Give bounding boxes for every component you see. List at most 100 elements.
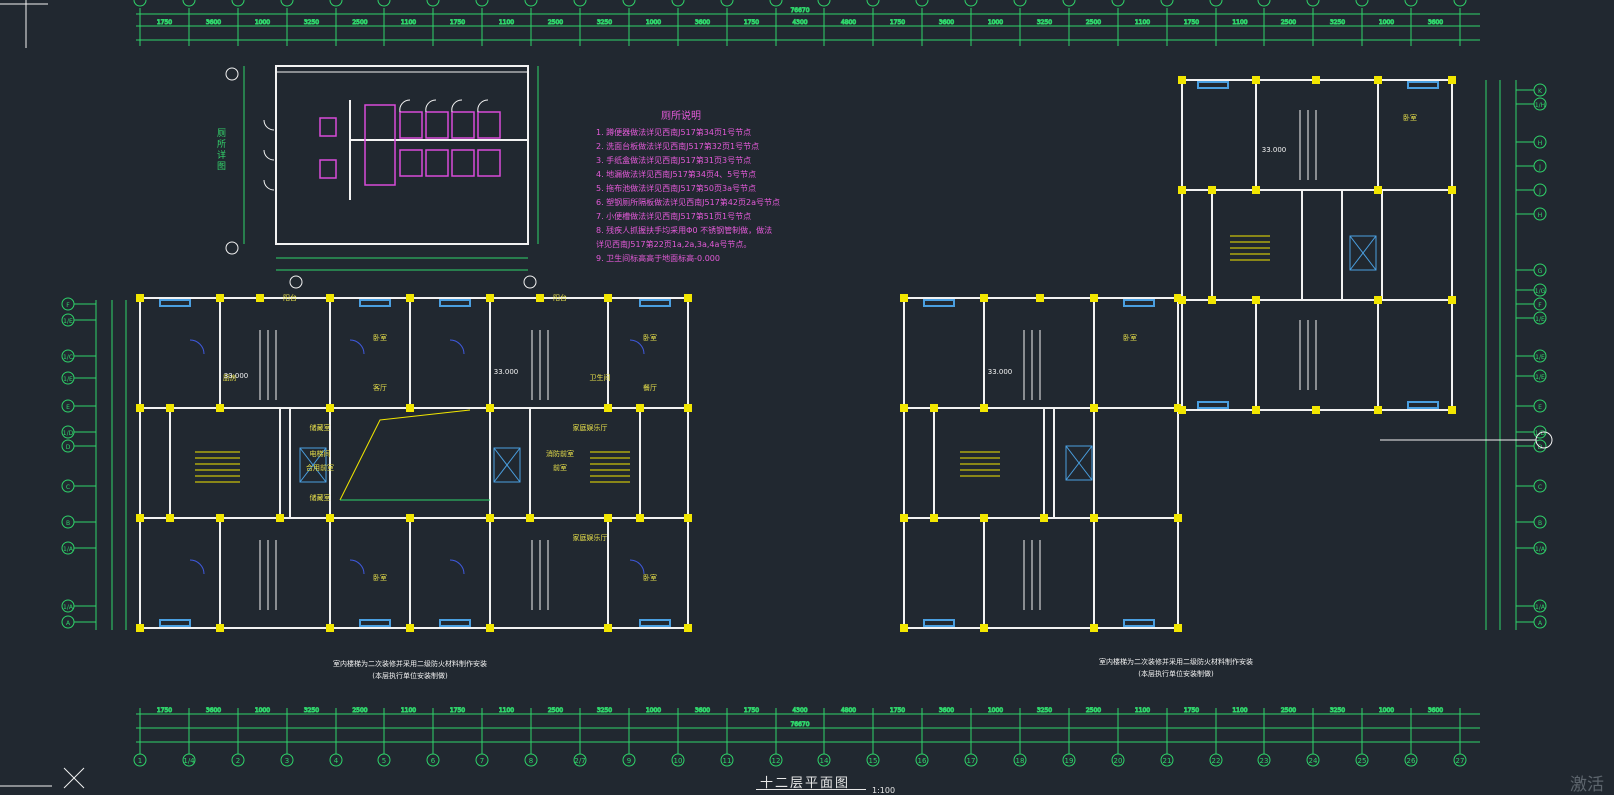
structural-column [486, 514, 494, 522]
axis-bubble [573, 0, 587, 7]
structural-column [1036, 294, 1044, 302]
axis-bubble [280, 0, 294, 7]
room-label: 家庭娱乐厅 [573, 533, 608, 542]
right-tower-plan [1181, 79, 1453, 411]
axis-bubble [573, 753, 587, 767]
section-marker [1380, 431, 1553, 449]
axis-label: C [66, 484, 70, 491]
toilet-note-4: 4. 地漏做法详见西南J517第34页4、5号节点 [596, 170, 757, 179]
structural-column [1312, 406, 1320, 414]
structural-column [166, 514, 174, 522]
dimension-label: 3250 [304, 19, 319, 26]
structural-column [1178, 186, 1186, 194]
bottom-dimension-ticks: 1750 3600 1000 3250 2500 1100 1750 1100 2500 3250… [139, 707, 1461, 748]
dimension-label: 1000 [988, 707, 1003, 714]
toilet-detail-plan [225, 65, 539, 289]
dimension-label: 3250 [1037, 19, 1052, 26]
structural-column [486, 404, 494, 412]
axis-bubble [329, 0, 343, 7]
axis-bubble [1062, 753, 1076, 767]
structural-column [1312, 76, 1320, 84]
structural-column [1374, 186, 1382, 194]
structural-column [684, 624, 692, 632]
structural-column [326, 404, 334, 412]
axis-label: 2 [236, 757, 240, 765]
dimension-label: 1750 [450, 707, 465, 714]
structural-column [684, 514, 692, 522]
axis-label: 12 [772, 757, 781, 765]
dimension-label: 2500 [548, 707, 563, 714]
structural-column [604, 514, 612, 522]
structural-column [1374, 76, 1382, 84]
structural-column [1448, 296, 1456, 304]
room-label: 合用前室 [306, 463, 334, 472]
axis-bubble [524, 0, 538, 7]
dimension-label: 3250 [304, 707, 319, 714]
dimension-label: 2500 [548, 19, 563, 26]
dimension-label: 3250 [597, 707, 612, 714]
toilet-note-8: 8. 残疾人抓握扶手均采用Φ0 不锈钢管制做，做法 [596, 226, 773, 235]
axis-label: 1/E [63, 376, 73, 383]
dimension-label: 3600 [939, 707, 954, 714]
toilet-note-5: 5. 拖布池做法详见西南J517第50页3a号节点 [596, 184, 756, 193]
room-label: 客厅 [373, 383, 387, 392]
axis-label: 26 [1407, 757, 1416, 765]
drawing-title-underline [756, 789, 866, 790]
room-label: 储藏室 [310, 493, 331, 502]
dimension-label: 4300 [792, 19, 807, 26]
structural-column [276, 514, 284, 522]
structural-column [900, 294, 908, 302]
axis-bubble [1306, 753, 1320, 767]
axis-label: H [1538, 140, 1543, 147]
room-label: 储藏室 [310, 423, 331, 432]
structural-column [136, 624, 144, 632]
dimension-label: 2500 [352, 707, 367, 714]
structural-column [1252, 296, 1260, 304]
dimension-label: 1100 [1232, 707, 1247, 714]
structural-column [1252, 76, 1260, 84]
toilet-note-1: 1. 蹲便器做法详见西南J517第34页1号节点 [596, 128, 752, 137]
room-label: 电梯间 [310, 449, 331, 458]
axis-label: A [66, 620, 71, 627]
dimension-label: 3600 [1428, 19, 1443, 26]
dimension-label: 1750 [744, 19, 759, 26]
structural-column [1448, 186, 1456, 194]
axis-bubble [475, 0, 489, 7]
axis-bubble [964, 753, 978, 767]
right-tower-columns [1178, 76, 1456, 414]
toilet-notes: 厕所说明 1. 蹲便器做法详见西南J517第34页1号节点 2. 洗面台板做法详… [596, 110, 826, 266]
room-label: 前室 [553, 463, 567, 472]
structural-column [1174, 514, 1182, 522]
axis-label: K [1538, 88, 1543, 95]
structural-column [636, 514, 644, 522]
structural-column [136, 294, 144, 302]
dimension-label: 4800 [841, 19, 856, 26]
structural-column [900, 404, 908, 412]
axis-bubble [1404, 0, 1418, 7]
axis-label: 5 [382, 757, 386, 765]
room-label: 卧室 [643, 573, 657, 582]
axis-bubble [866, 753, 880, 767]
dimension-label: 1750 [1184, 707, 1199, 714]
axis-bubble [1306, 0, 1320, 7]
axis-bubble [720, 0, 734, 7]
dimension-label: 1100 [1135, 707, 1150, 714]
axis-label: 1/D [63, 430, 74, 437]
middle-building-columns [900, 294, 1182, 632]
axis-bubble [720, 753, 734, 767]
structural-column [1174, 624, 1182, 632]
structural-column [406, 514, 414, 522]
dimension-label: 1100 [1135, 19, 1150, 26]
structural-column [930, 404, 938, 412]
dimension-label: 1100 [1232, 19, 1247, 26]
axis-bubble [1453, 753, 1467, 767]
structural-column [604, 624, 612, 632]
dimension-total: 76670 [790, 721, 809, 728]
dimension-label: 3250 [1330, 19, 1345, 26]
structural-column [1374, 296, 1382, 304]
dimension-label: 1750 [890, 707, 905, 714]
dimension-label: 1750 [450, 19, 465, 26]
axis-bubble [671, 0, 685, 7]
axis-label: 20 [1114, 757, 1123, 765]
